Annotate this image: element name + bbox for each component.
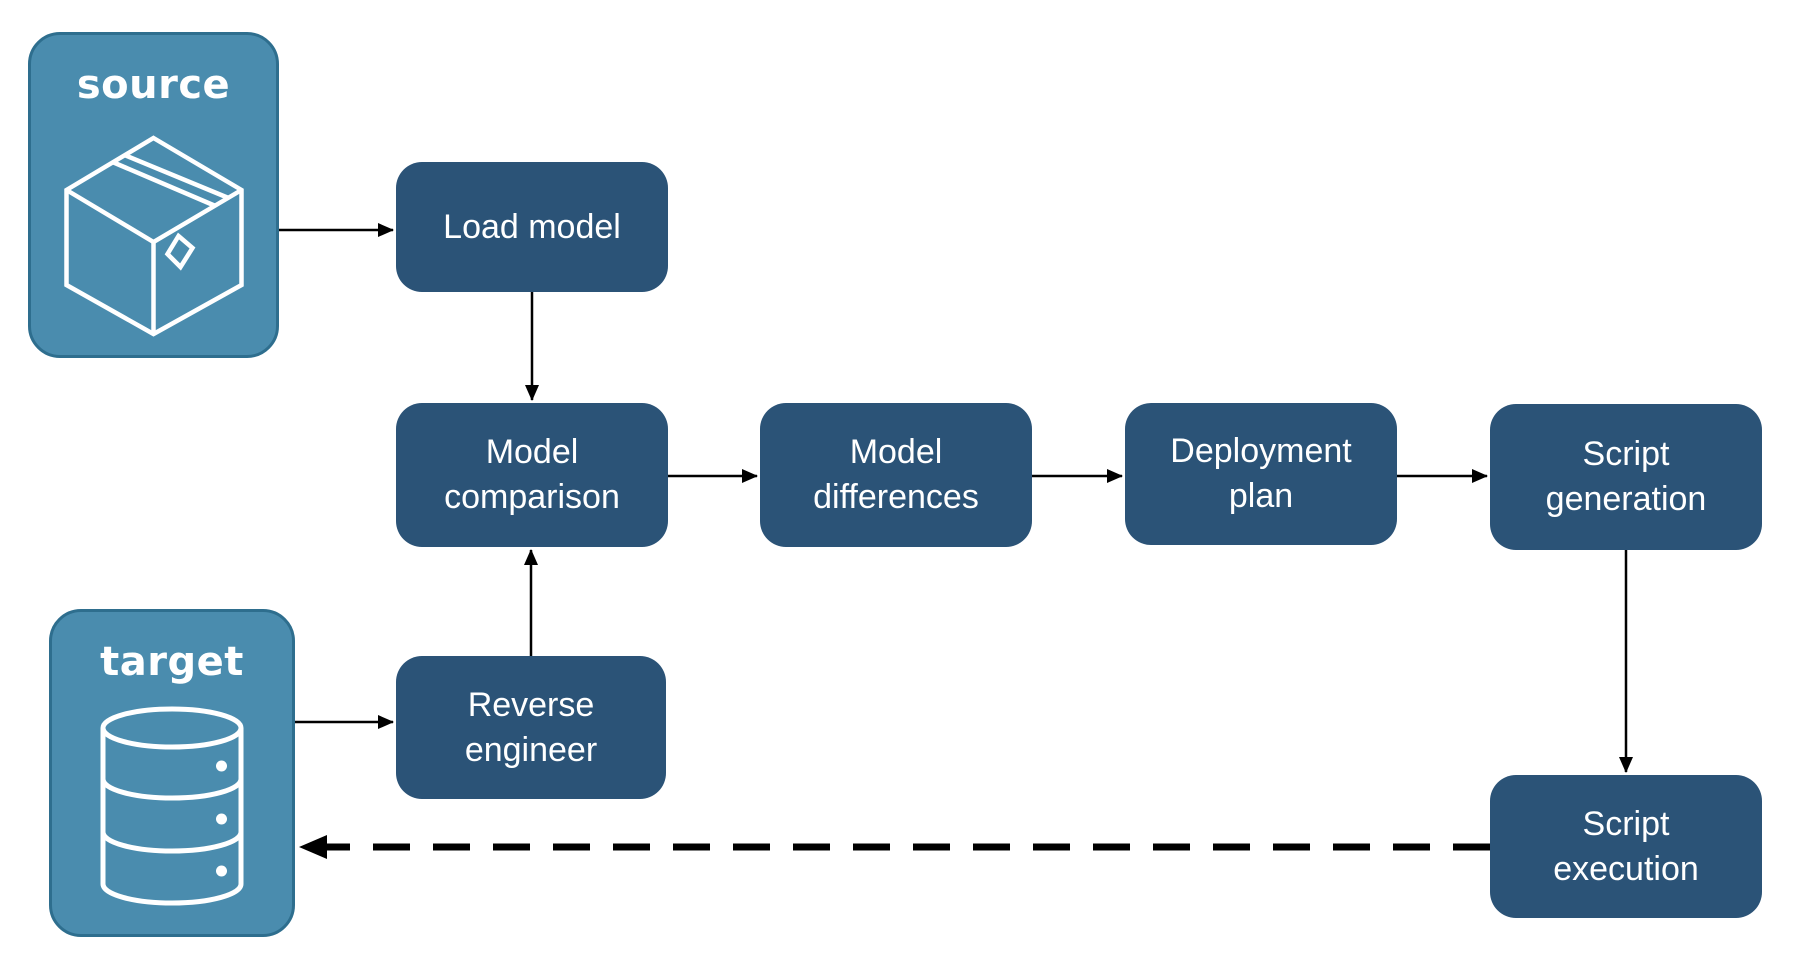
group-target-label: target [100, 639, 244, 685]
node-load-model-label: Load model [443, 207, 621, 246]
database-icon [100, 706, 244, 906]
node-model-comparison-label: Model comparison [444, 433, 620, 516]
node-script-generation-label: Script generation [1545, 435, 1707, 518]
node-deployment-plan-label: Deployment plan [1170, 432, 1352, 515]
node-script-execution-label: Script execution [1553, 804, 1699, 888]
node-load-model: Load model [396, 162, 668, 292]
node-script-generation: Script generation [1490, 404, 1762, 550]
node-reverse-engineer-label: Reverse engineer [464, 685, 598, 769]
group-source: source [28, 32, 279, 358]
group-source-label: source [76, 62, 231, 108]
node-model-comparison: Model comparison [396, 403, 668, 547]
node-reverse-engineer: Reverse engineer [396, 656, 666, 799]
node-deployment-plan: Deployment plan [1125, 403, 1397, 545]
node-script-execution: Script execution [1490, 775, 1762, 918]
group-target: target [49, 609, 295, 937]
node-model-differences-label: Model differences [813, 433, 979, 516]
node-model-differences: Model differences [760, 403, 1032, 547]
package-icon [63, 135, 244, 337]
